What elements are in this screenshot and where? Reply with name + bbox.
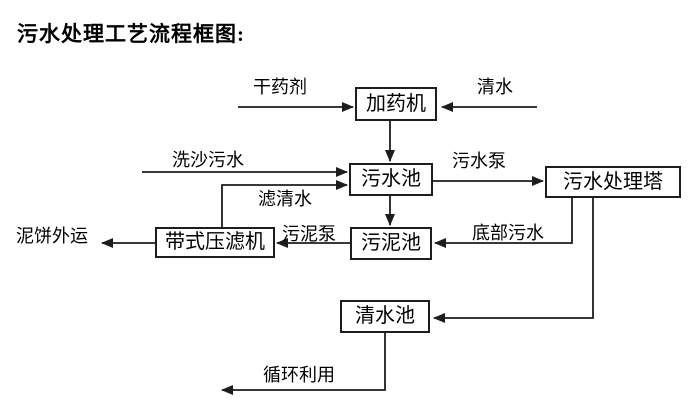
label-bottom-sewage: 底部污水 bbox=[472, 223, 544, 243]
node-sewage-treatment-tower: 污水处理塔 bbox=[545, 166, 681, 198]
label-recycling: 循环利用 bbox=[263, 365, 335, 385]
node-dosing-machine: 加药机 bbox=[355, 87, 437, 121]
node-clean-water-pool: 清水池 bbox=[340, 300, 430, 333]
label-mud-cake-outbound: 泥饼外运 bbox=[16, 226, 88, 246]
label-filtered-water: 滤清水 bbox=[258, 189, 312, 209]
edge-recycling-out bbox=[221, 333, 386, 395]
node-sludge-pool: 污泥池 bbox=[350, 227, 432, 260]
edge-tower-to-clean-pool bbox=[433, 198, 594, 323]
edge-filtered-water-return bbox=[221, 180, 348, 227]
label-sludge-pump: 污泥泵 bbox=[282, 224, 336, 244]
label-sand-washing-sewage: 洗沙污水 bbox=[172, 150, 244, 170]
label-sewage-pump: 污水泵 bbox=[452, 151, 506, 171]
label-dry-agent: 干药剂 bbox=[253, 77, 307, 97]
node-sewage-pool: 污水池 bbox=[349, 163, 433, 196]
node-belt-filter-press: 带式压滤机 bbox=[155, 227, 275, 258]
diagram-title: 污水处理工艺流程框图: bbox=[17, 22, 245, 46]
label-clean-water: 清水 bbox=[477, 77, 513, 97]
edge-bottom-sewage-to-sludge bbox=[434, 198, 573, 248]
